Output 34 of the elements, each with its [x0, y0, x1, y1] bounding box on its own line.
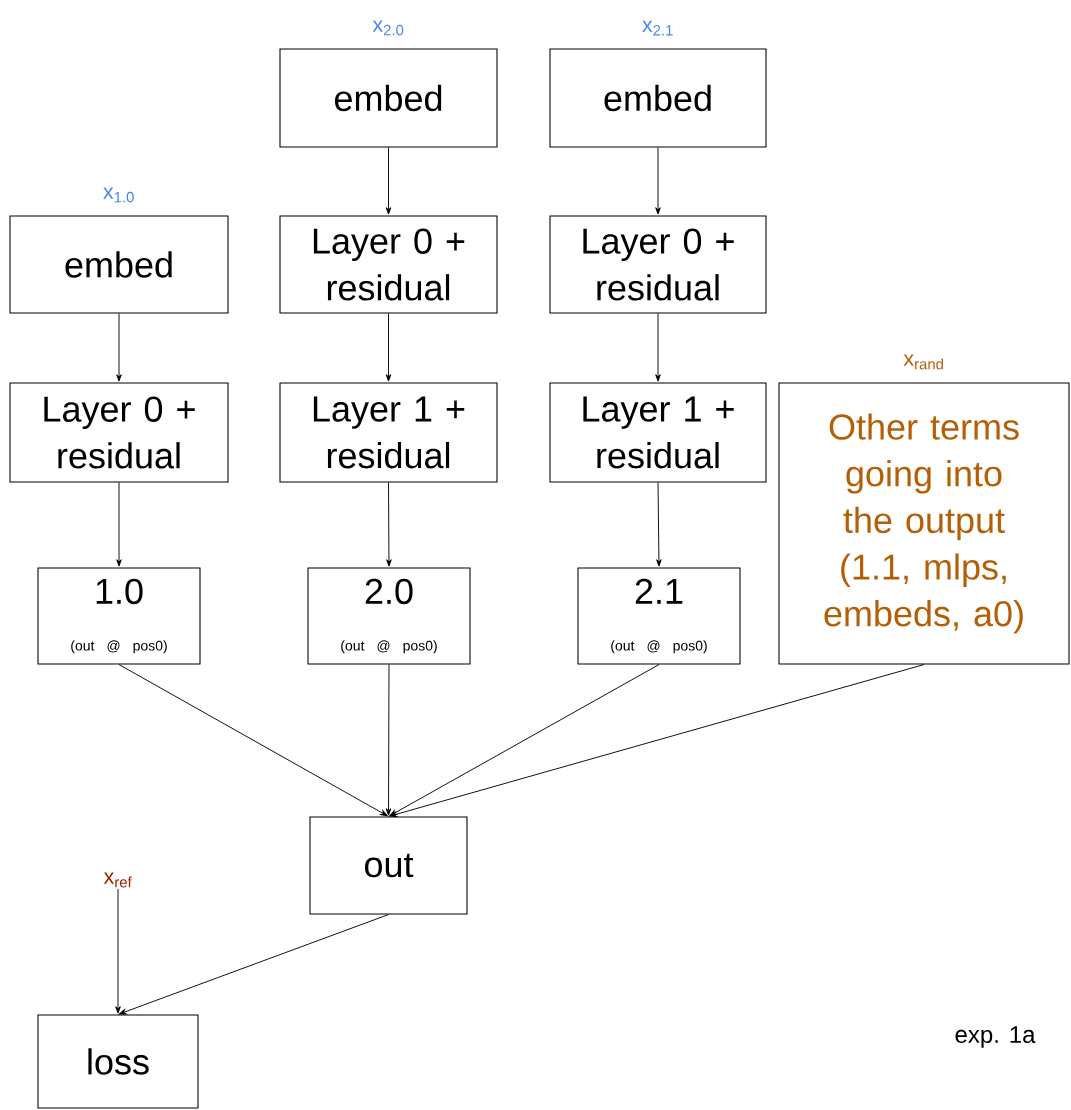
arrow: [389, 664, 925, 818]
output-box: 2.0 (out @ pos0): [307, 567, 471, 665]
note-text: exp. 1a: [955, 1026, 1036, 1048]
output-box: 2.1 (out @ pos0): [577, 567, 741, 665]
input-label: x$_{2.0}$: [372, 20, 404, 36]
arrow: [385, 313, 392, 382]
embed-box: embed: [9, 215, 229, 314]
input-label: x$_{1.0}$: [103, 187, 134, 203]
input-label: x$_{ref}$: [103, 872, 132, 888]
arrow: [385, 147, 392, 215]
arrow: [386, 482, 392, 567]
terms-box: Other terms going into the output (1.1, mlps, embeds, a0): [778, 382, 1070, 665]
layer-box: Layer 0 + residual: [9, 382, 229, 483]
arrow: [118, 914, 389, 1015]
arrow: [116, 482, 122, 567]
embed-box: embed: [549, 48, 767, 148]
arrow: [115, 888, 121, 1014]
layer-box: Layer 1 + residual: [549, 382, 767, 483]
layer-box: Layer 0 + residual: [549, 215, 767, 314]
input-label: x$_{2.1}$: [642, 20, 673, 36]
arrow: [655, 147, 661, 215]
arrow: [655, 313, 661, 382]
layer-box: Layer 1 + residual: [279, 382, 498, 483]
arrow: [389, 664, 660, 817]
loss-box: loss: [37, 1014, 199, 1109]
out-box: out: [309, 816, 468, 915]
layer-box: Layer 0 + residual: [279, 215, 498, 314]
embed-box: embed: [279, 48, 498, 148]
arrow: [116, 313, 122, 382]
output-box: 1.0 (out @ pos0): [37, 567, 201, 665]
arrow: [118, 664, 388, 817]
input-label: x$_{rand}$: [903, 354, 943, 370]
arrow: [656, 482, 662, 567]
arrow: [385, 664, 392, 816]
